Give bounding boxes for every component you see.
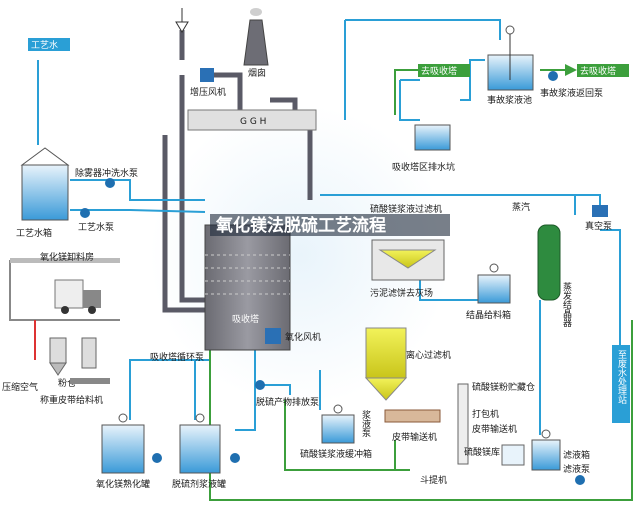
water-pump-icon [80, 208, 90, 218]
diagram-title: 氧化镁法脱硫工艺流程 [215, 215, 386, 236]
belt-conveyor-icon-1 [384, 409, 441, 423]
booster-fan-label: 增压风机 [190, 86, 226, 98]
demister-pump-icon [105, 178, 115, 188]
bucket-elevator-label: 斗提机 [420, 474, 447, 486]
belt-conveyor-label-2: 皮带输送机 [472, 423, 517, 435]
circ-pump-label: 吸收塔循环泵 [150, 351, 204, 363]
to-absorber-label-2: 去吸收塔 [580, 65, 616, 77]
oxidation-fan [265, 328, 281, 344]
sump-label: 吸收塔区排水坑 [392, 161, 455, 173]
wastewater-label: 至废水处理站 [616, 350, 627, 405]
filtrate-tank [531, 429, 561, 471]
buffer-tank-label: 硫酸镁浆液缓冲箱 [300, 448, 372, 460]
mg-slaking-tank-label: 氧化镁熟化罐 [96, 478, 150, 490]
water-pump-label: 工艺水泵 [78, 221, 114, 233]
absorber-label: 吸收塔 [232, 313, 259, 325]
accident-tank-label: 事故浆液池 [487, 94, 532, 106]
filtrate-pump-label: 滤液泵 [563, 463, 590, 475]
compressed-air-label: 压缩空气 [2, 381, 38, 393]
ggh-label: G G H [240, 117, 266, 127]
ggh [187, 109, 317, 131]
flue-inlet-arrow-head [175, 21, 189, 33]
bucket-elevator-icon [457, 383, 469, 465]
filtrate-pump-icon [575, 475, 585, 485]
water-tank-label: 工艺水箱 [16, 227, 52, 239]
mgo-unloading-house [9, 258, 120, 321]
steam-label: 蒸汽 [512, 201, 530, 213]
to-absorber-label-1: 去吸收塔 [421, 65, 457, 77]
vacuum-pump [592, 205, 608, 217]
centrifuge-label: 离心过滤机 [406, 349, 451, 361]
reagent-tank [179, 413, 221, 474]
mgso4-bin-label: 硫酸镁粉贮藏仓 [472, 381, 535, 393]
mgo-house-label: 氧化镁卸料房 [40, 251, 94, 263]
flue-gas-ducts [162, 30, 313, 313]
wastewater-box [612, 345, 630, 423]
crystal-feed-tank-label: 结晶给料箱 [466, 309, 511, 321]
process-water-tank [20, 147, 70, 221]
buffer-tank [321, 404, 355, 444]
accident-return-pump-icon [548, 71, 558, 81]
booster-fan [200, 68, 214, 82]
centrifuge [364, 327, 408, 401]
slurry-pump-label: 浆液泵 [360, 409, 371, 437]
mg-slaking-tank [101, 413, 145, 474]
belt-conveyor-label-1: 皮带输送机 [392, 431, 437, 443]
sludge-label: 污泥滤饼去灰场 [370, 287, 433, 299]
weigh-feeder-label: 称重皮带给料机 [40, 394, 103, 406]
to-absorber-tag-1: 去吸收塔 [418, 64, 470, 77]
chimney-label: 烟囱 [248, 67, 266, 79]
weigh-feeder [70, 337, 110, 384]
reagent-tank-label: 脱硫剂浆液罐 [172, 478, 226, 490]
mgso4-filter-label: 硫酸镁浆液过滤机 [370, 203, 442, 215]
process-water-inlet: 工艺水 [28, 38, 70, 51]
vacuum-pump-label: 真空泵 [585, 220, 612, 232]
accident-return-pump-label: 事故浆液返回泵 [540, 87, 603, 99]
reagent-pump-icon [230, 453, 240, 463]
sump [414, 124, 451, 151]
mgso4-filter [371, 239, 445, 281]
byproduct-pump-icon [255, 380, 265, 390]
byproduct-pump-label: 脱硫产物排放泵 [256, 396, 319, 408]
crystal-feed-tank [477, 263, 511, 304]
transfer-pump-icon [152, 453, 162, 463]
evaporative-crystallizer [537, 224, 561, 301]
demister-pump-label: 除雾器冲洗水泵 [75, 167, 138, 179]
chimney [243, 8, 269, 66]
accident-tank [487, 25, 534, 91]
mgso4-store-icon [501, 444, 525, 466]
title-banner [210, 214, 450, 236]
packer-label: 打包机 [472, 408, 499, 420]
mgso4-store-label: 硫酸镁库 [464, 446, 500, 458]
to-absorber-tag-2: 去吸收塔 [577, 64, 629, 77]
oxidation-fan-label: 氧化风机 [285, 331, 321, 343]
filtrate-tank-label: 滤液箱 [563, 449, 590, 461]
process-water-label: 工艺水 [31, 39, 58, 51]
evaporative-crystallizer-label: 蒸发结晶器 [561, 281, 572, 327]
powder-bin [49, 337, 67, 376]
